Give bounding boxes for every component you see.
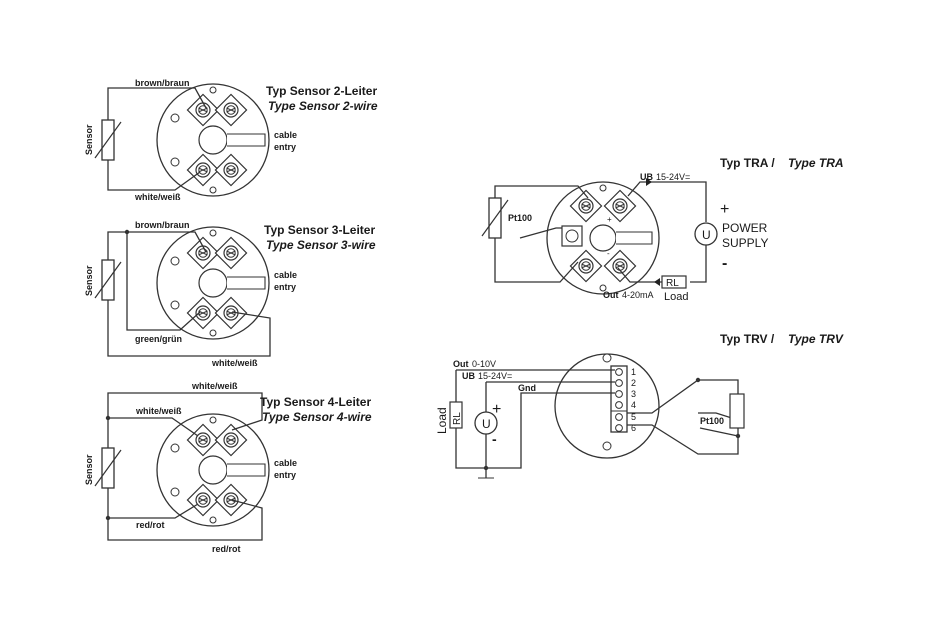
sensor-label: Sensor: [84, 454, 94, 485]
power-label: POWER: [722, 221, 768, 235]
terminal-block: 1 2 3 4 5 6: [615, 367, 636, 433]
minus-sign: -: [492, 431, 497, 447]
svg-text:+: +: [607, 215, 612, 224]
diagram-subtitle: Type Sensor 3-wire: [266, 238, 376, 252]
svg-text:-: -: [607, 249, 610, 258]
diagram-3-wire: brown/braun green/grün white/weiß Sensor…: [84, 220, 376, 368]
sensor-element-icon: [94, 447, 122, 489]
wire-label-top: brown/braun: [135, 220, 190, 230]
load-label: Load: [435, 407, 449, 434]
wire-label-top-2: white/weiß: [135, 406, 182, 416]
pt100-sensor-icon: [729, 393, 745, 429]
wire-label-top: brown/braun: [135, 78, 190, 88]
out-label: Out: [453, 359, 469, 369]
ub-label: UB: [462, 371, 475, 381]
diagram-subtitle: Type TRA: [788, 156, 844, 170]
u-symbol: U: [702, 228, 711, 242]
pt100-label: Pt100: [508, 213, 532, 223]
cable-entry-label: cable: [274, 458, 297, 468]
sensor-label: Sensor: [84, 124, 94, 155]
wire-label-bottom: white/weiß: [134, 192, 181, 202]
pt100-label: Pt100: [700, 416, 724, 426]
wire-label-top: white/weiß: [191, 381, 238, 391]
diagram-4-wire: white/weiß white/weiß red/rot red/rot Se…: [84, 381, 372, 554]
out-label: Out: [603, 290, 619, 300]
sensor-element-icon: [94, 259, 122, 301]
terminal-2: 2: [631, 378, 636, 388]
sensor-element-icon: [94, 119, 122, 161]
voltage-source-icon: [694, 222, 718, 246]
plus-sign: +: [720, 201, 729, 218]
cable-entry-label-2: entry: [274, 470, 296, 480]
rl-label: RL: [666, 278, 679, 289]
diagram-subtitle: Type Sensor 4-wire: [262, 410, 372, 424]
out-value: 0-10V: [472, 359, 496, 369]
cable-entry-label: cable: [274, 130, 297, 140]
supply-label: SUPPLY: [722, 236, 768, 250]
terminal-1: 1: [631, 367, 636, 377]
plus-sign: +: [492, 401, 501, 418]
ub-value: 15-24V=: [478, 371, 512, 381]
wire-label-mid: green/grün: [135, 334, 182, 344]
diagram-subtitle: Type TRV: [788, 332, 844, 346]
diagram-title: Typ TRA /: [720, 156, 775, 170]
diagram-trv: Typ TRV / Type TRV 1 2 3 4 5 6: [435, 332, 844, 479]
diagram-title: Typ Sensor 4-Leiter: [260, 395, 371, 409]
voltage-source-icon: [474, 411, 498, 435]
terminal-4: 4: [631, 400, 636, 410]
diagram-title: Typ TRV /: [720, 332, 775, 346]
diagram-title: Typ Sensor 3-Leiter: [264, 223, 375, 237]
ub-value: 15-24V=: [656, 172, 690, 182]
out-value: 4-20mA: [622, 290, 654, 300]
terminal-5: 5: [631, 412, 636, 422]
minus-sign: -: [722, 255, 727, 272]
rl-label: RL: [452, 412, 463, 425]
terminal-6: 6: [631, 423, 636, 433]
ub-label: UB: [640, 172, 653, 182]
u-symbol: U: [482, 417, 491, 431]
wire-label-bottom: white/weiß: [211, 358, 258, 368]
diagram-2-wire: brown/braun white/weiß Sensor cable entr…: [84, 78, 378, 202]
wire-label-bottom-2: red/rot: [136, 520, 165, 530]
diagram-title: Typ Sensor 2-Leiter: [266, 84, 377, 98]
sensor-label: Sensor: [84, 265, 94, 296]
diagram-tra: Typ TRA / Type TRA + - Pt100 RL Load U: [481, 156, 844, 303]
terminal-3: 3: [631, 389, 636, 399]
cable-entry-label-2: entry: [274, 142, 296, 152]
cable-entry-label-2: entry: [274, 282, 296, 292]
diagram-subtitle: Type Sensor 2-wire: [268, 99, 378, 113]
cable-entry-label: cable: [274, 270, 297, 280]
load-label: Load: [664, 291, 688, 303]
wire-label-bottom: red/rot: [212, 544, 241, 554]
gnd-label: Gnd: [518, 383, 536, 393]
pt100-sensor-icon: [481, 197, 509, 239]
